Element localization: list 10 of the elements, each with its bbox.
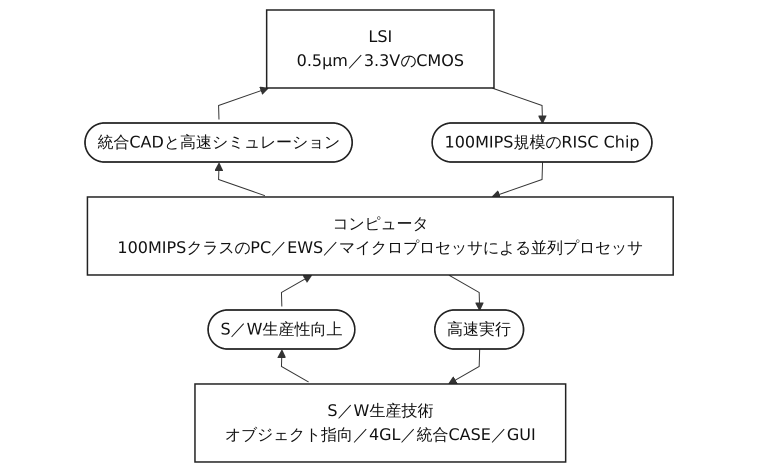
arrow — [448, 274, 484, 310]
arrow — [278, 349, 310, 382]
arrow — [218, 86, 270, 120]
node-box: LSI 0.5μm／3.3VのCMOS — [266, 8, 496, 88]
arrow — [492, 87, 548, 124]
node-box: コンピュータ 100MIPSクラスのPC／EWS／マイクロプロセッサによる並列プロセッサ — [87, 196, 674, 276]
arrow — [214, 162, 266, 196]
node-box: S／W生産技術 オブジェクト指向／4GL／統合CASE／GUI — [194, 382, 567, 462]
arrow — [281, 274, 313, 306]
arrow — [448, 348, 481, 384]
